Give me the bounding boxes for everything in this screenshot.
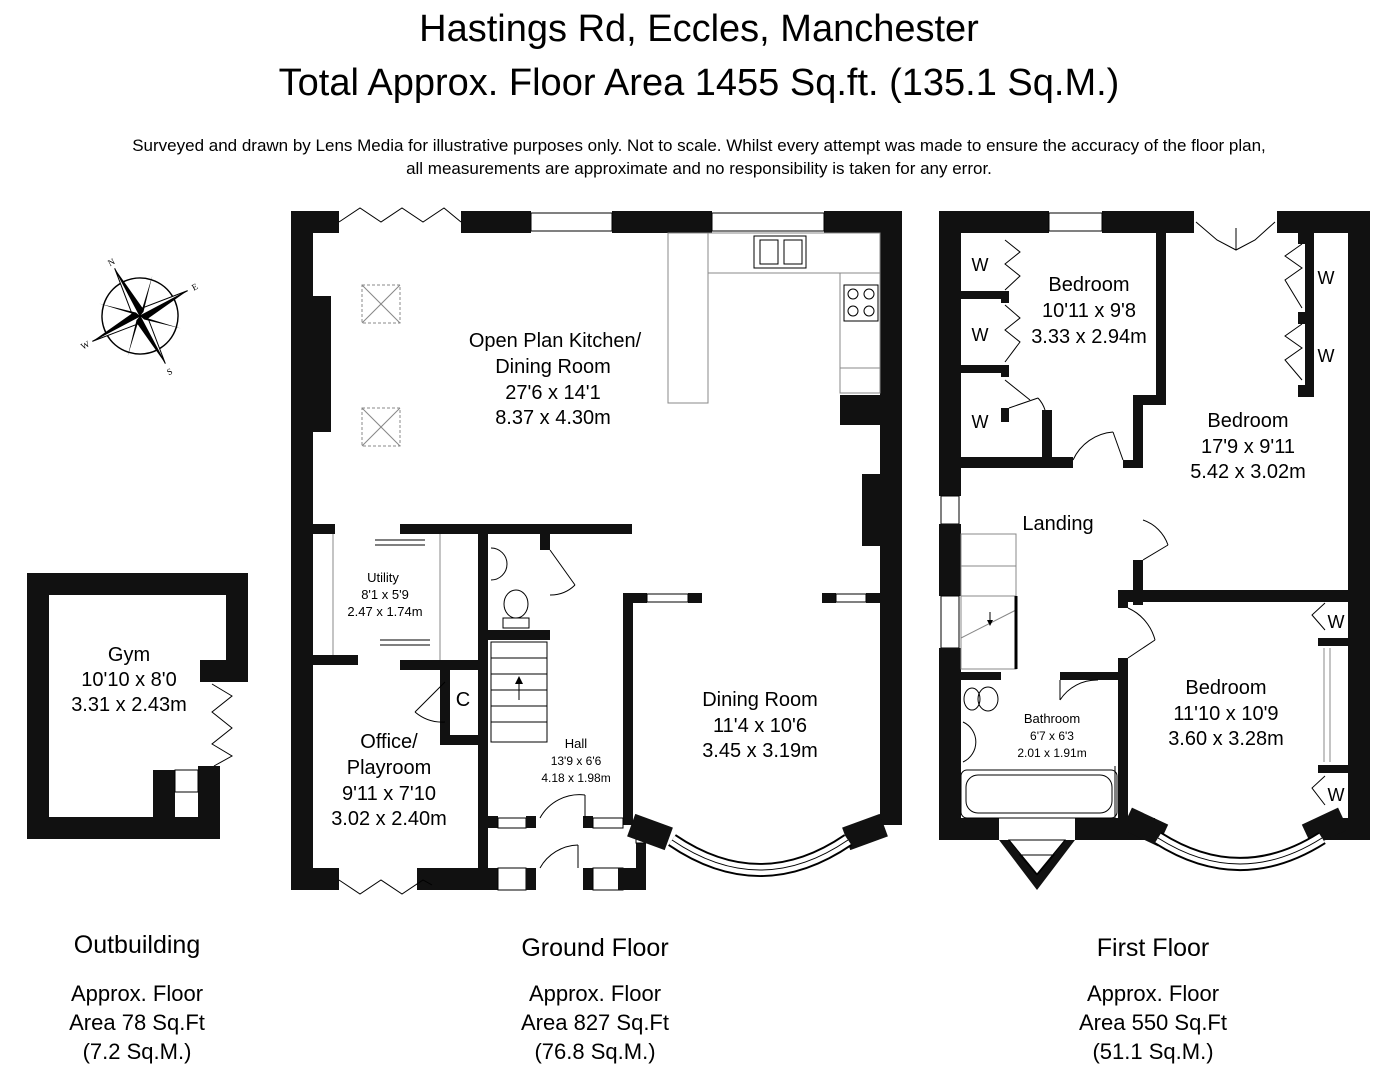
kitchen-name-1: Open Plan Kitchen/ [469,330,642,352]
bathroom-imperial: 6'7 x 6'3 [1030,729,1074,743]
room-gym: Gym 10'10 x 8'0 3.31 x 2.43m [71,644,187,716]
dining-name: Dining Room [702,689,818,711]
room-bedroom-2: Bedroom 17'9 x 9'11 5.42 x 3.02m [1190,410,1306,483]
gym-name: Gym [108,644,150,666]
outbuilding-area-line-1: Approx. Floor [70,981,204,1006]
ground-floor-area: Approx. Floor Area 827 Sq.Ft (76.8 Sq.M.… [521,979,669,1066]
room-bedroom-3: Bedroom 11'10 x 10'9 3.60 x 3.28m [1168,677,1284,750]
gym-imperial: 10'10 x 8'0 [81,669,177,691]
bedroom1-imperial: 10'11 x 9'8 [1042,300,1136,322]
total-floor-area: Total Approx. Floor Area 1455 Sq.ft. (13… [278,62,1120,104]
gym-metric: 3.31 x 2.43m [71,694,187,716]
hall-imperial: 13'9 x 6'6 [551,754,602,768]
room-dining: Dining Room 11'4 x 10'6 3.45 x 3.19m [702,689,818,762]
first-floor-area-line-1: Approx. Floor [1086,981,1220,1006]
utility-name: Utility [367,570,399,585]
ground-floor-area-line-1: Approx. Floor [528,981,662,1006]
utility-imperial: 8'1 x 5'9 [361,587,409,602]
room-bedroom-1: Bedroom 10'11 x 9'8 3.33 x 2.94m [1031,274,1147,348]
compass-rose-icon: N E S W [79,256,200,377]
bedroom3-imperial: 11'10 x 10'9 [1173,703,1278,725]
bathroom-name: Bathroom [1024,711,1080,726]
wardrobe-label: W [1318,346,1335,366]
compass-s: S [165,366,174,377]
outbuilding-area-line-3: (7.2 Sq.M.) [82,1039,192,1064]
disclaimer-line-1: Surveyed and drawn by Lens Media for ill… [132,136,1266,155]
ground-floor-area-line-2: Area 827 Sq.Ft [521,1010,669,1035]
bedroom2-metric: 5.42 x 3.02m [1190,461,1306,483]
ground-floor-plan: Open Plan Kitchen/ Dining Room 27'6 x 14… [291,207,902,895]
bedroom2-imperial: 17'9 x 9'11 [1201,436,1295,458]
hall-name: Hall [565,736,588,751]
outbuilding-plan: Gym 10'10 x 8'0 3.31 x 2.43m [27,573,248,839]
room-bathroom: Bathroom 6'7 x 6'3 2.01 x 1.91m [1017,711,1086,760]
room-hall: Hall 13'9 x 6'6 4.18 x 1.98m [541,736,610,785]
first-floor-area-line-3: (51.1 Sq.M.) [1092,1039,1214,1064]
cupboard-label: C [456,689,470,711]
landing-label: Landing [1022,513,1093,535]
compass-n: N [106,256,117,268]
kitchen-imperial: 27'6 x 14'1 [505,382,601,404]
room-office: Office/ Playroom 9'11 x 7'10 3.02 x 2.40… [331,731,447,830]
wardrobe-label: W [1318,268,1335,288]
disclaimer-line-2: all measurements are approximate and no … [406,159,992,178]
ground-floor-area-line-3: (76.8 Sq.M.) [534,1039,656,1064]
bathroom-metric: 2.01 x 1.91m [1017,746,1086,760]
kitchen-metric: 8.37 x 4.30m [495,407,611,429]
bedroom1-metric: 3.33 x 2.94m [1031,326,1147,348]
ground-floor-label: Ground Floor [521,934,669,962]
office-name-1: Office/ [360,731,418,753]
compass-w: W [79,338,92,351]
bedroom3-metric: 3.60 x 3.28m [1168,728,1284,750]
wardrobe-label: W [1328,785,1345,805]
wardrobe-labels: W W W W W W W [972,255,1345,805]
wardrobe-label: W [972,325,989,345]
disclaimer: Surveyed and drawn by Lens Media for ill… [132,134,1266,180]
utility-metric: 2.47 x 1.74m [347,604,422,619]
room-utility: Utility 8'1 x 5'9 2.47 x 1.74m [347,570,422,619]
first-floor-area-line-2: Area 550 Sq.Ft [1079,1010,1227,1035]
kitchen-name-2: Dining Room [495,356,611,378]
office-name-2: Playroom [347,757,431,779]
bedroom3-name: Bedroom [1185,677,1266,699]
bedroom2-name: Bedroom [1207,410,1288,432]
outbuilding-label: Outbuilding [73,931,201,959]
plan-title: Hastings Rd, Eccles, Manchester [419,8,979,50]
wardrobe-label: W [972,255,989,275]
wardrobe-label: W [972,412,989,432]
outbuilding-area-line-2: Area 78 Sq.Ft [69,1010,205,1035]
compass-e: E [190,281,200,293]
first-floor-plan: W W W W W W W Bedroom 10'11 x 9'8 3.33 x… [939,211,1370,890]
outbuilding-area: Approx. Floor Area 78 Sq.Ft (7.2 Sq.M.) [69,979,205,1066]
bedroom1-name: Bedroom [1048,274,1129,296]
hall-metric: 4.18 x 1.98m [541,771,610,785]
first-floor-label: First Floor [1096,934,1210,962]
dining-metric: 3.45 x 3.19m [702,740,818,762]
office-metric: 3.02 x 2.40m [331,808,447,830]
first-floor-area: Approx. Floor Area 550 Sq.Ft (51.1 Sq.M.… [1079,979,1227,1066]
room-kitchen: Open Plan Kitchen/ Dining Room 27'6 x 14… [469,330,642,429]
wardrobe-label: W [1328,612,1345,632]
dining-imperial: 11'4 x 10'6 [713,715,807,737]
office-imperial: 9'11 x 7'10 [342,783,436,805]
